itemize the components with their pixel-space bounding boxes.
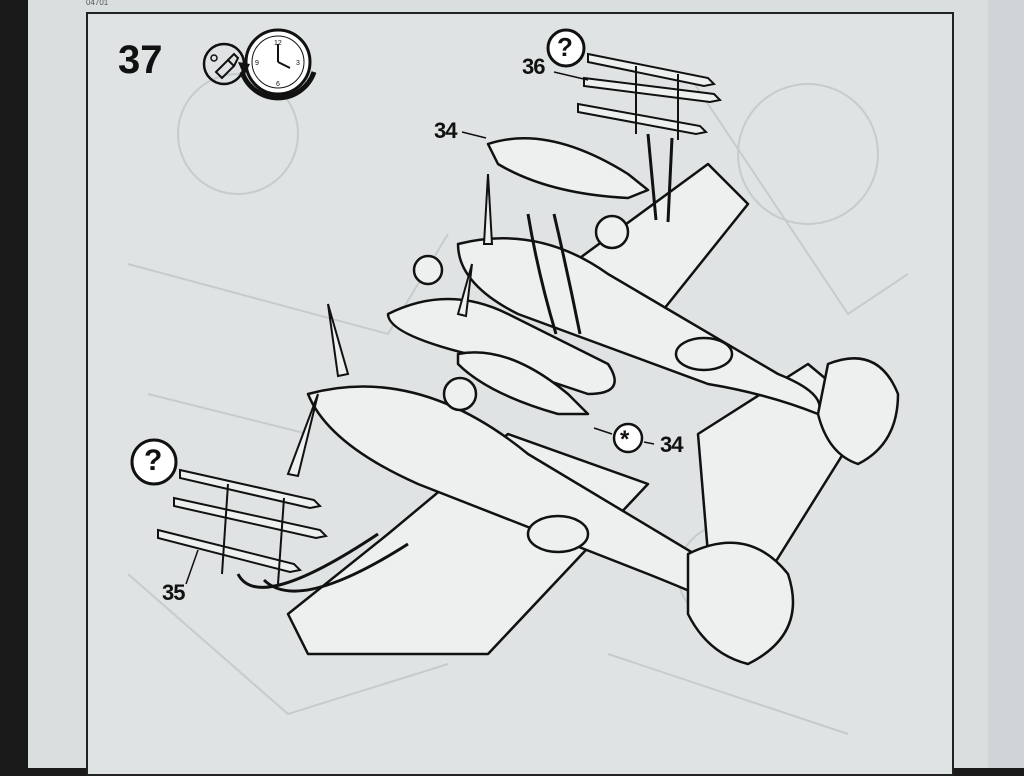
svg-text:3: 3	[296, 60, 300, 67]
glue-icon	[202, 42, 246, 86]
question-mark-left: ?	[144, 444, 162, 477]
asterisk-symbol	[612, 422, 644, 454]
instruction-page: 04701 12 3	[28, 0, 1024, 776]
drop-tank-arrows	[526, 213, 582, 335]
question-mark-top: ?	[557, 32, 573, 62]
svg-text:9: 9	[255, 60, 259, 67]
svg-text:6: 6	[276, 81, 280, 88]
question-mark-icon-left	[130, 438, 178, 486]
clock-drying-time-icon: 12 3 6 9	[238, 28, 317, 101]
propeller-right	[456, 173, 494, 318]
rocket-rack-36	[577, 52, 723, 223]
step-number: 37	[118, 38, 163, 82]
rocket-rack-35	[157, 468, 409, 593]
part-callout-34-right: 34	[660, 432, 684, 457]
part-callout-35: 35	[162, 580, 186, 605]
question-mark-icon-top	[546, 28, 586, 68]
next-page-edge	[988, 0, 1024, 768]
page-code: 04701	[86, 0, 109, 7]
part-callout-34-top: 34	[434, 118, 458, 143]
leader-lines	[185, 71, 589, 585]
part-callout-36: 36	[522, 54, 546, 79]
step-panel: 12 3 6 9	[86, 12, 954, 776]
aircraft-p38	[286, 137, 900, 666]
assembly-drawing: 12 3 6 9	[127, 28, 909, 735]
asterisk-mark: *	[620, 426, 629, 453]
svg-text:12: 12	[274, 40, 282, 47]
bleed-through-lines	[127, 73, 909, 735]
propeller-left	[286, 303, 350, 478]
